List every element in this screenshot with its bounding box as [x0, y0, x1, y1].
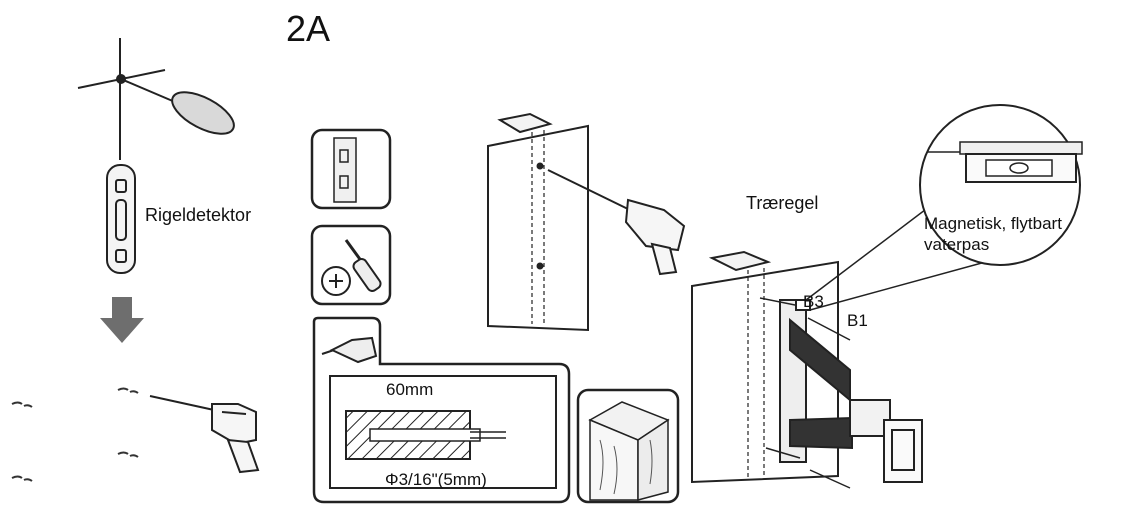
- bracket-b3-label: B3: [803, 292, 824, 311]
- wall-bracket-thumbnail: [310, 128, 392, 210]
- drill-diameter-label: Φ3/16"(5mm): [385, 470, 487, 489]
- callout-lines: [805, 193, 1001, 311]
- bracket-b1-label: B1: [847, 311, 868, 330]
- level-icon: [919, 104, 1083, 266]
- drill-depth-panel: [312, 316, 571, 504]
- drill-icon: [149, 395, 260, 474]
- wood-stud-label: Træregel: [746, 193, 819, 213]
- stud-finder-icon: [77, 38, 235, 274]
- screw-marks: [11, 387, 139, 482]
- wall-mount-assembly: [691, 250, 923, 489]
- stud-finder-label: Rigeldetektor: [145, 205, 252, 225]
- step-label: 2A: [286, 8, 331, 49]
- wall-panel: [487, 112, 686, 332]
- screwdriver-icon: [310, 224, 392, 306]
- down-arrow-icon: [100, 297, 144, 343]
- drill-depth-label: 60mm: [386, 380, 434, 399]
- magnetic-level-label: Magnetisk, flytbart vaterpas: [924, 214, 1062, 254]
- wood-icon: [576, 388, 680, 504]
